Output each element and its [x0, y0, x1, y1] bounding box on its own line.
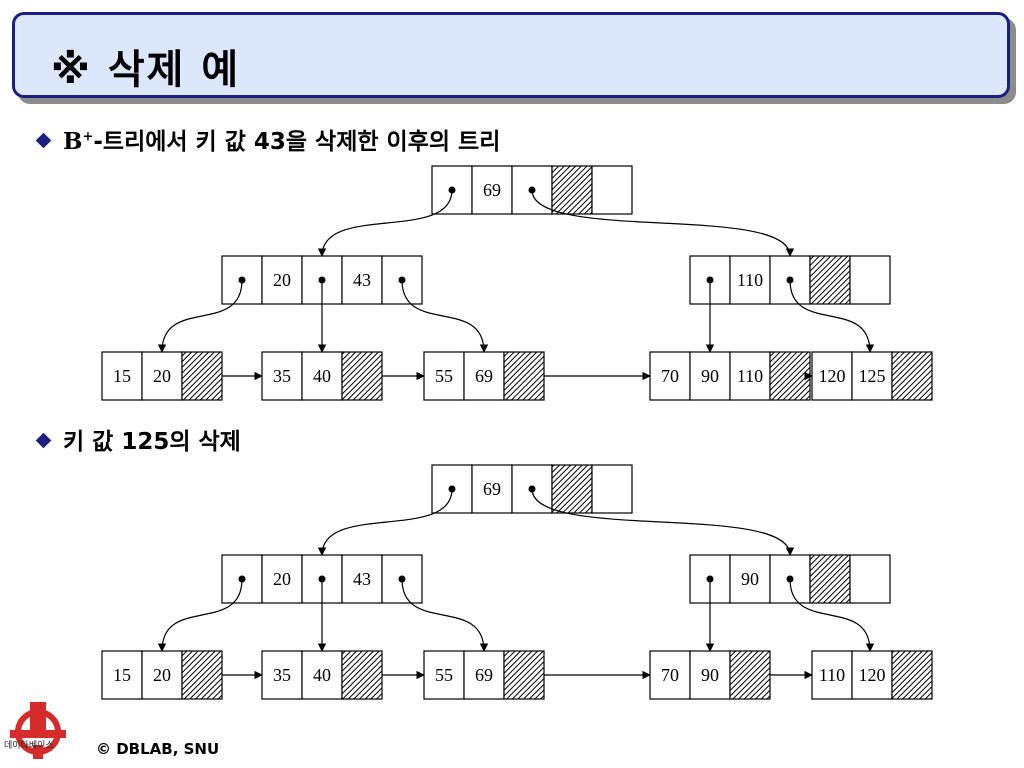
leaf-node-key: 110	[737, 366, 763, 386]
leaf-node-cell	[851, 650, 893, 700]
leaf-node-cell	[301, 351, 343, 401]
leaf-node-key: 70	[661, 366, 679, 386]
leaf-node-cell	[891, 351, 933, 401]
leaf-node-cell	[181, 351, 223, 401]
leaf-node-cell	[811, 650, 853, 700]
leaf-node-cell	[261, 650, 303, 700]
internal-pointer-arrow	[401, 578, 489, 652]
logo-text: 데이타베이스	[4, 741, 54, 751]
leaf-node-cell	[101, 351, 143, 401]
internal-node-right-cell	[849, 554, 891, 604]
root-node-cell	[471, 464, 513, 514]
internal-node-right-cell	[809, 255, 851, 305]
leaf-node-cell	[891, 650, 933, 700]
internal-pointer-arrow	[789, 578, 875, 652]
leaf-node-key: 20	[153, 665, 171, 685]
leaf-node-key: 55	[435, 366, 453, 386]
leaf-node-key: 120	[859, 665, 886, 685]
root-node-cell	[591, 464, 633, 514]
leaf-node-key: 69	[475, 366, 493, 386]
internal-node-right-key: 110	[737, 270, 763, 290]
leaf-node-cell	[811, 351, 853, 401]
leaf-node-key: 90	[701, 665, 719, 685]
internal-node-right-key: 90	[741, 569, 759, 589]
internal-node-right-cell	[729, 255, 771, 305]
internal-node-left-cell	[261, 255, 303, 305]
root-pointer-arrow	[531, 488, 795, 556]
root-node-key: 69	[483, 180, 501, 200]
bullet-1-pre: B	[63, 128, 83, 155]
leaf-node-key: 40	[313, 665, 331, 685]
leaf-node-cell	[463, 650, 505, 700]
internal-node-left-cell	[261, 554, 303, 604]
internal-node-right-cell	[809, 554, 851, 604]
leaf-node-cell	[261, 351, 303, 401]
internal-pointer-arrow	[157, 279, 243, 353]
leaf-node-cell	[503, 351, 545, 401]
root-pointer-arrow	[317, 189, 453, 257]
internal-node-left-cell	[381, 554, 423, 604]
leaf-node-cell	[729, 351, 771, 401]
internal-pointer-arrow	[401, 279, 489, 353]
dblab-logo-icon	[0, 700, 76, 768]
leaf-node-key: 35	[273, 366, 291, 386]
leaf-node-cell	[503, 650, 545, 700]
internal-pointer-arrow	[789, 279, 875, 353]
leaf-node-key: 120	[819, 366, 846, 386]
leaf-node-key: 40	[313, 366, 331, 386]
bullet-1-sup: +	[82, 129, 94, 145]
root-node-cell	[551, 165, 593, 215]
root-node-cell	[471, 165, 513, 215]
leaf-node-cell	[769, 351, 811, 401]
root-pointer-arrow	[531, 189, 795, 257]
bullet-1: B+-트리에서 키 값 43을 삭제한 이후의 트리	[35, 122, 501, 156]
internal-node-left-cell	[341, 255, 383, 305]
leaf-node-key: 35	[273, 665, 291, 685]
internal-node-left-cell	[341, 554, 383, 604]
leaf-node-key: 69	[475, 665, 493, 685]
leaf-node-key: 15	[113, 665, 131, 685]
leaf-node-cell	[141, 351, 183, 401]
internal-node-left-key: 43	[353, 270, 371, 290]
leaf-node-key: 20	[153, 366, 171, 386]
leaf-node-cell	[851, 351, 893, 401]
leaf-node-cell	[423, 650, 465, 700]
leaf-node-key: 110	[819, 665, 845, 685]
page-title: ※ 삭제 예	[51, 47, 241, 93]
leaf-node-cell	[649, 351, 691, 401]
leaf-node-cell	[181, 650, 223, 700]
internal-node-left-key: 43	[353, 569, 371, 589]
internal-node-right-cell	[849, 255, 891, 305]
bullet-2: 키 값 125의 삭제	[35, 422, 241, 456]
bullet-1-post: -트리에서 키 값 43을 삭제한 이후의 트리	[93, 129, 501, 155]
root-node-cell	[551, 464, 593, 514]
leaf-node-cell	[689, 650, 731, 700]
leaf-node-key: 15	[113, 366, 131, 386]
internal-node-left-key: 20	[273, 569, 291, 589]
leaf-node-key: 70	[661, 665, 679, 685]
root-node-key: 69	[483, 479, 501, 499]
root-pointer-arrow	[317, 488, 453, 556]
leaf-node-key: 55	[435, 665, 453, 685]
leaf-node-key: 125	[859, 366, 886, 386]
internal-node-right-cell	[729, 554, 771, 604]
footer-copyright: © DBLAB, SNU	[96, 740, 220, 758]
leaf-node-cell	[341, 351, 383, 401]
leaf-node-cell	[341, 650, 383, 700]
leaf-node-cell	[101, 650, 143, 700]
internal-node-left-key: 20	[273, 270, 291, 290]
title-box: ※ 삭제 예	[12, 12, 1010, 98]
leaf-node-cell	[649, 650, 691, 700]
leaf-node-key: 90	[701, 366, 719, 386]
bullet-2-text: 키 값 125의 삭제	[63, 429, 241, 455]
leaf-node-cell	[729, 650, 771, 700]
root-node-cell	[591, 165, 633, 215]
internal-pointer-arrow	[157, 578, 243, 652]
